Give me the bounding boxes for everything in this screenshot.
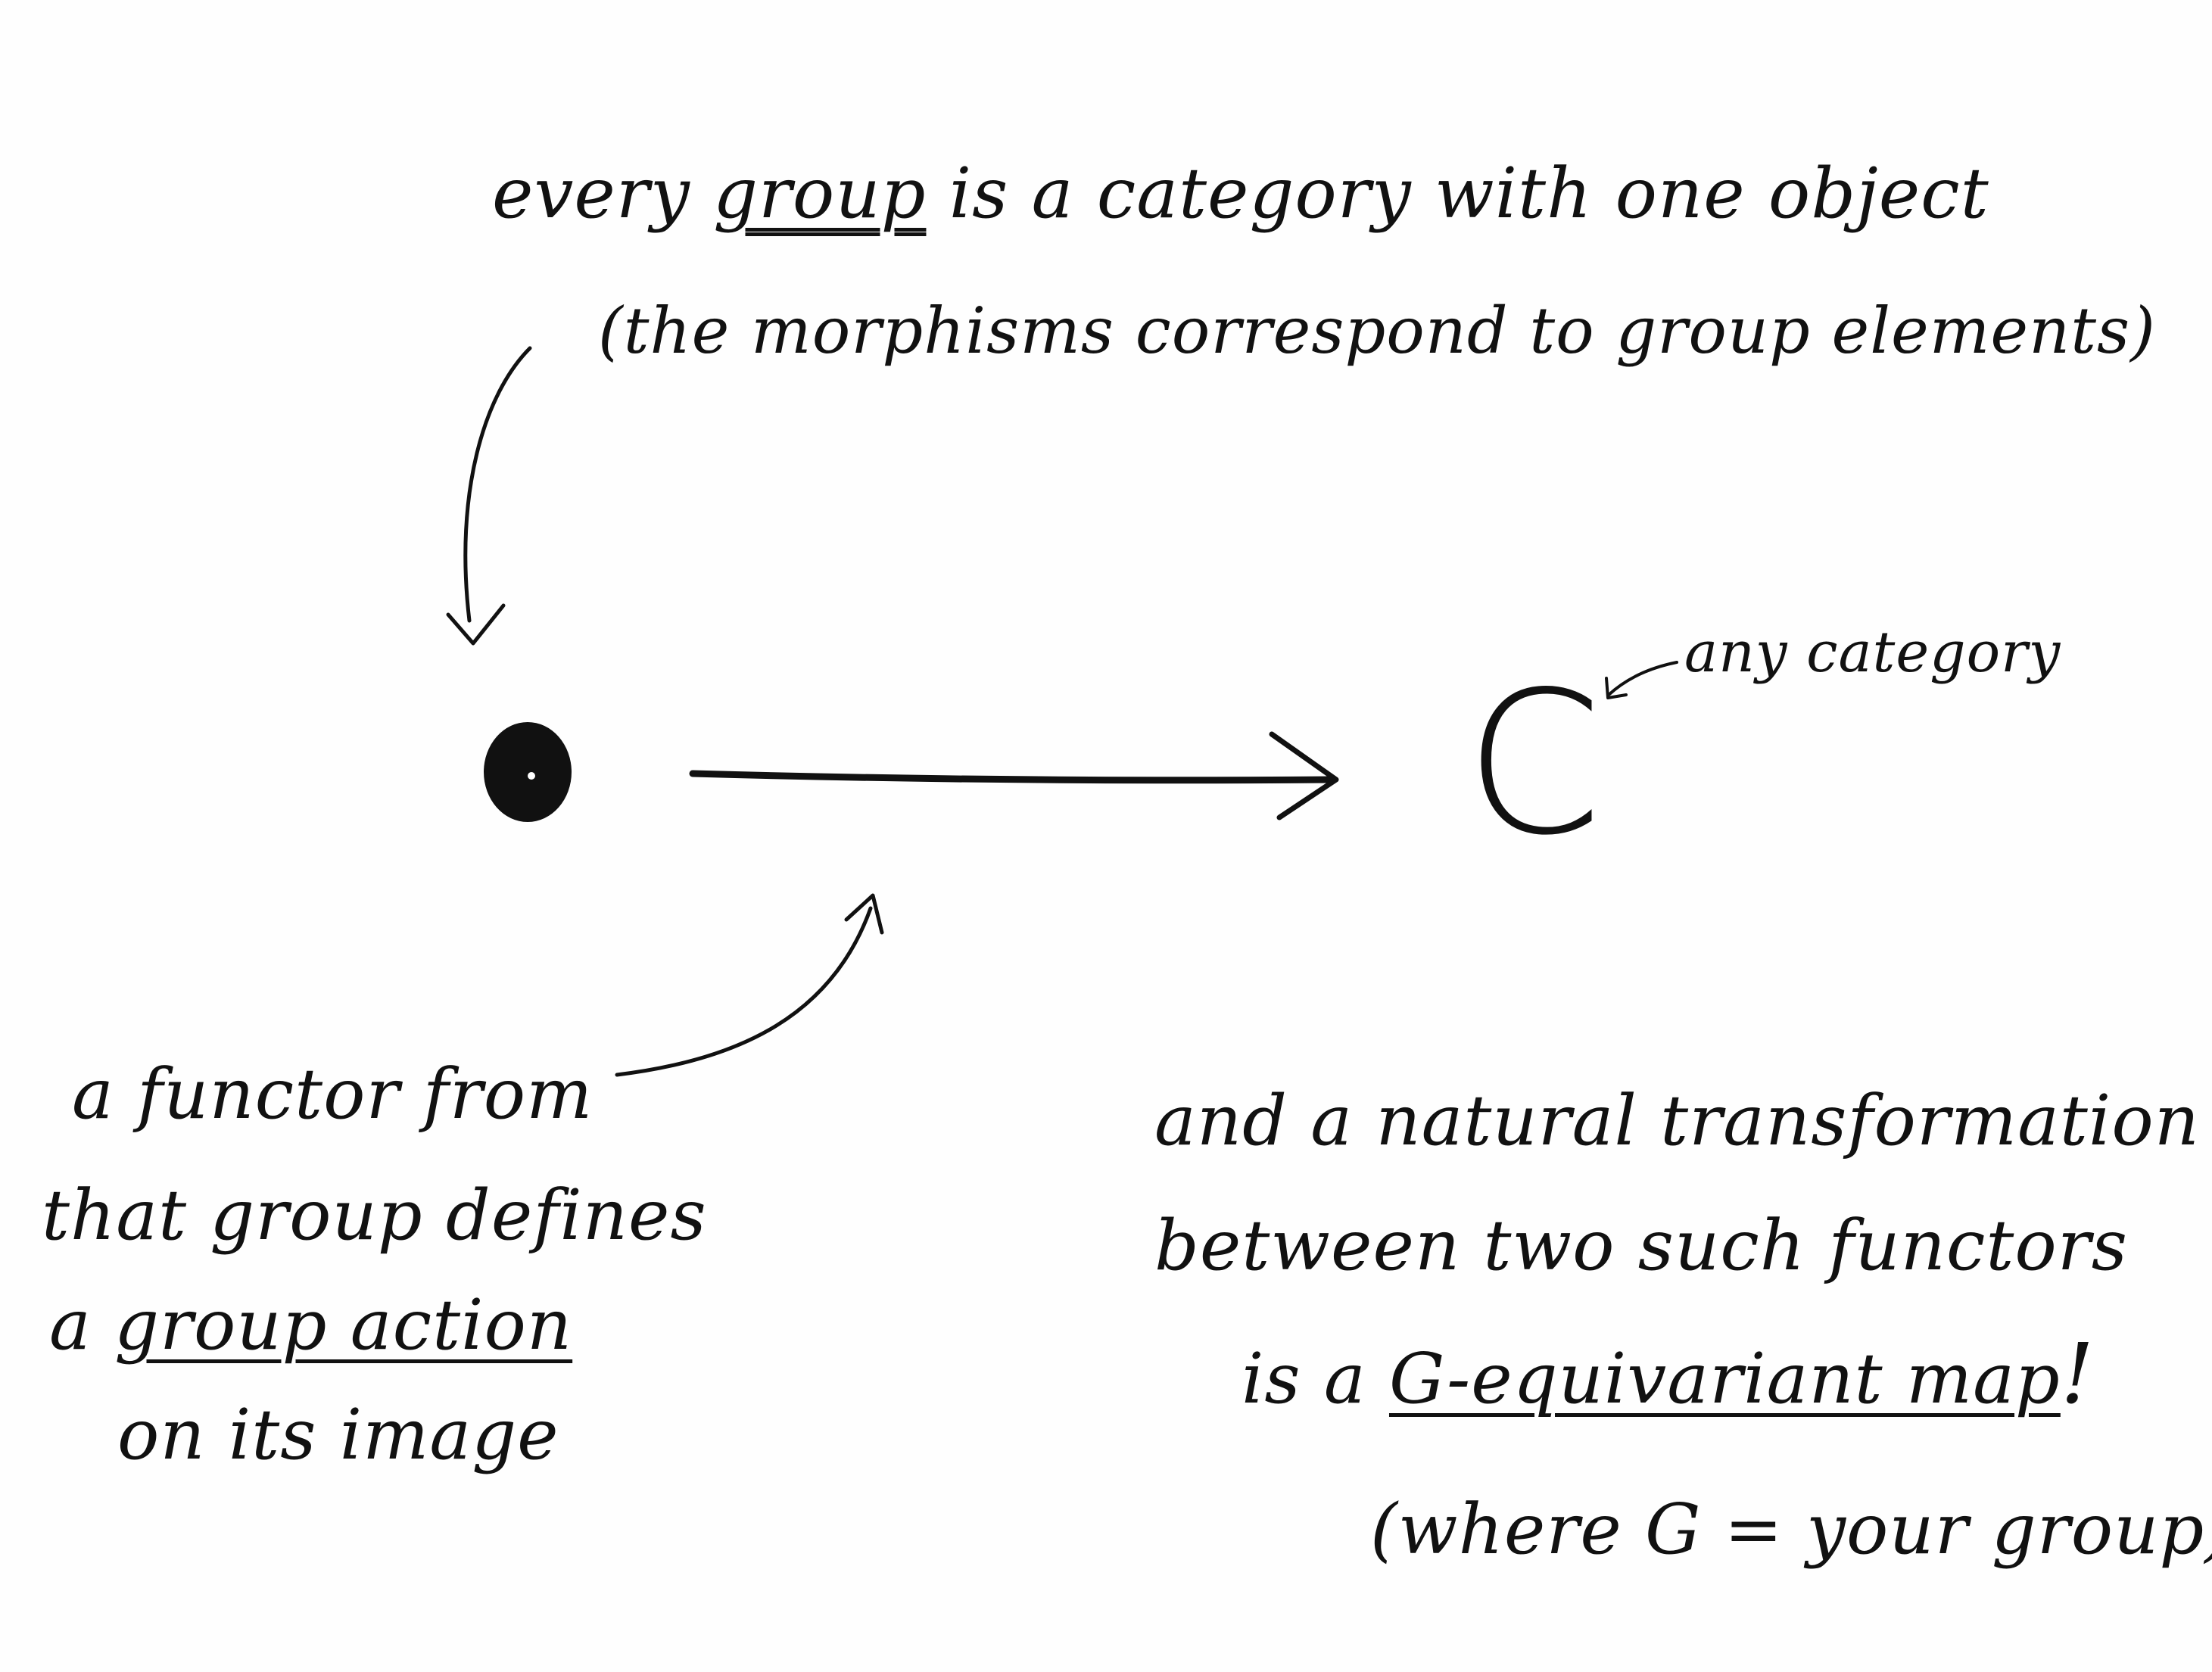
left-note-line3: a group action [49,1291,572,1360]
arrowhead-to-object [446,603,506,646]
top-note-line1: every group is a category with one objec… [492,159,1989,229]
dot-highlight [528,772,535,780]
left-note-line1: a functor from [72,1054,594,1135]
term-g-equivariant-map: G-equivariant map [1388,1338,2061,1419]
category-letter: C [1465,650,1603,879]
arrowhead-to-category [1605,677,1628,699]
top-note-suffix: is a category with one object [926,153,1989,234]
curved-arrow-to-object [463,346,532,623]
curved-arrow-to-functor [615,906,873,1077]
left-note-line3-prefix: a [49,1284,115,1365]
right-note-line3: is a G-equivariant map! [1242,1332,2095,1415]
left-note-line4: on its image [117,1394,559,1475]
term-group: group [713,153,927,234]
single-object-dot [484,722,572,822]
right-note-line2: between two such functors [1154,1205,2128,1286]
right-note-line3-prefix: is a [1242,1338,1389,1419]
functor-arrow-shaft [689,770,1336,784]
exclamation-mark: ! [2060,1325,2095,1422]
right-note-line1: and a natural transformation [1154,1080,2200,1161]
term-group-action: group action [114,1284,573,1365]
functor-arrowhead [1269,731,1339,820]
right-note-line4: (where G = your group) [1370,1489,2212,1570]
top-note-prefix: every [492,153,714,234]
any-category-label: any category [1684,620,2061,685]
arrow-to-category [1607,661,1678,696]
left-note-line2: that group defines [42,1175,707,1256]
arrowhead-to-functor [844,893,884,935]
top-note-line2: (the morphisms correspond to group eleme… [598,294,2156,368]
